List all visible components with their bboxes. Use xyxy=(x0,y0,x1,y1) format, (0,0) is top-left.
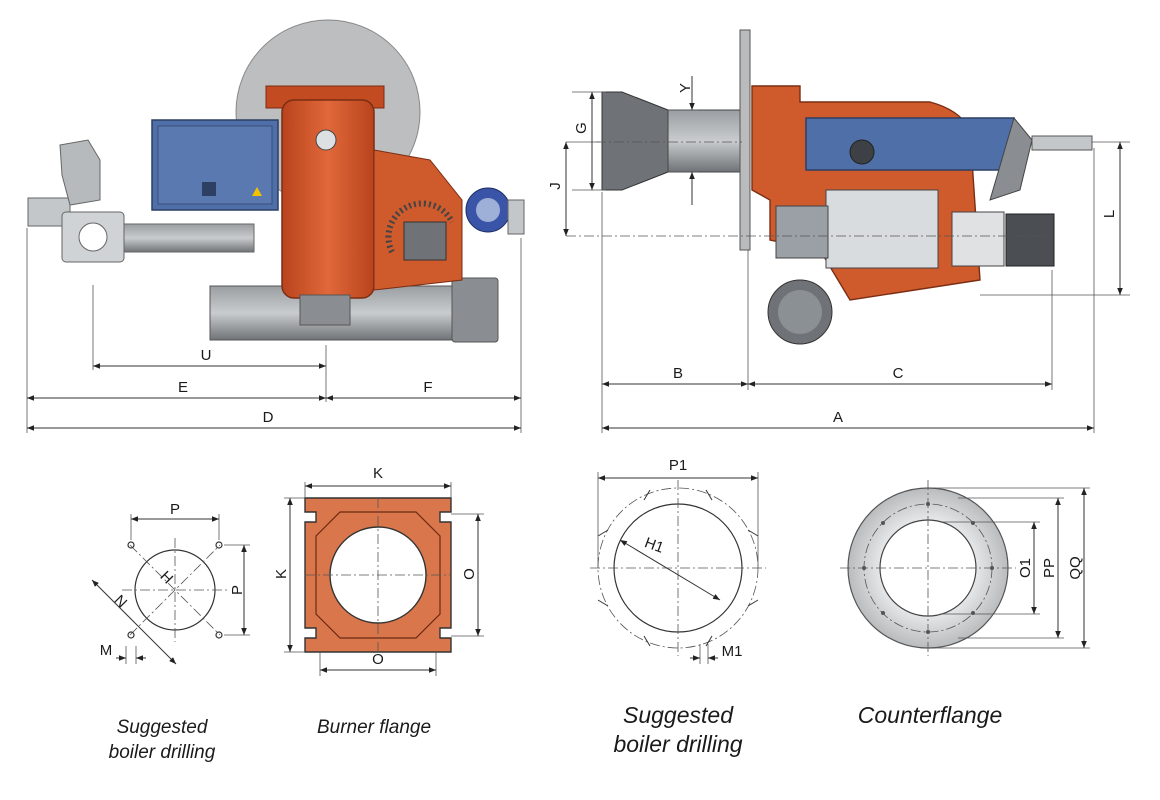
caption-drilling-large-1: Suggested xyxy=(623,702,734,728)
rear-casing xyxy=(989,116,1033,201)
dim-label-h: H xyxy=(157,568,177,588)
control-box-front xyxy=(805,117,1015,171)
dim-label-g: G xyxy=(573,122,590,134)
bolt-hole-marks xyxy=(597,489,759,647)
dim-label-a: A xyxy=(833,409,843,426)
valve-train xyxy=(825,189,939,269)
dim-label-k-left: K xyxy=(273,569,290,579)
dim-label-p-top: P xyxy=(170,501,180,518)
dim-label-k-top: K xyxy=(373,465,383,482)
actuator xyxy=(1005,213,1055,267)
pipe-elbow xyxy=(775,205,829,259)
gas-filter-cap xyxy=(778,290,822,334)
dim-label-f: F xyxy=(423,379,432,396)
counterflange: O1 PP QQ Counterflange xyxy=(840,480,1090,728)
pressure-switch xyxy=(59,139,101,206)
dim-label-e: E xyxy=(178,379,188,396)
bolt-hole xyxy=(127,541,135,549)
dim-label-o-bottom: O xyxy=(372,651,384,668)
dim-label-n: N xyxy=(111,592,131,612)
caption-burner-flange: Burner flange xyxy=(317,717,431,738)
dim-label-j: J xyxy=(547,182,564,190)
dim-label-p-right: P xyxy=(229,585,246,595)
suggested-boiler-drilling-large: P1 H1 M1 Suggested boiler drilling xyxy=(590,457,766,757)
dim-label-p1: P1 xyxy=(669,457,687,474)
warning-icon xyxy=(252,187,262,196)
bolt-hole xyxy=(215,541,223,549)
flange-inner-edge xyxy=(315,511,441,639)
air-pressure-switch xyxy=(849,139,875,165)
photocell-rod xyxy=(1031,135,1093,151)
servo-motor xyxy=(403,221,447,261)
dim-label-o-right: O xyxy=(461,568,478,580)
burner-flange: K K O O Burner flange xyxy=(273,465,484,738)
caption-drilling-large-2: boiler drilling xyxy=(613,731,742,757)
burner-side-view: U E F D xyxy=(26,19,525,433)
fan-grille xyxy=(385,200,455,254)
caption-drilling-small-1: Suggested xyxy=(117,717,209,738)
bolt-hole xyxy=(127,631,135,639)
nozzle-fitting xyxy=(507,199,525,235)
dim-label-qq: QQ xyxy=(1067,556,1084,579)
dim-label-c: C xyxy=(893,365,904,382)
air-damper-knob xyxy=(315,129,337,151)
caption-drilling-small-2: boiler drilling xyxy=(109,742,216,763)
dim-label-d: D xyxy=(263,409,274,426)
gauge-face xyxy=(476,198,500,222)
mounting-plate xyxy=(739,29,751,251)
dim-label-m1: M1 xyxy=(722,643,743,660)
butterfly-valve xyxy=(951,211,1005,267)
dim-label-l: L xyxy=(1101,210,1118,218)
suggested-boiler-drilling-small: P P H N M Suggested boiler drilling xyxy=(91,501,250,763)
blast-tube-end xyxy=(451,277,499,343)
dim-label-h1: H1 xyxy=(642,534,666,557)
dim-label-b: B xyxy=(673,365,683,382)
caption-counterflange: Counterflange xyxy=(858,702,1003,728)
pipe-bore xyxy=(78,222,108,252)
dim-label-u: U xyxy=(201,347,212,364)
dim-label-y: Y xyxy=(677,83,694,93)
burner-front-view: Y G J L B C A xyxy=(547,29,1130,433)
dim-label-m: M xyxy=(100,642,113,659)
support-block xyxy=(299,294,351,326)
gas-pipe xyxy=(123,223,255,253)
dim-label-o1: O1 xyxy=(1017,558,1034,578)
bolt-hole xyxy=(215,631,223,639)
blast-tube-front xyxy=(667,109,741,173)
combustion-head xyxy=(601,91,669,191)
dim-label-pp: PP xyxy=(1041,558,1058,578)
panel-switch xyxy=(202,182,216,196)
